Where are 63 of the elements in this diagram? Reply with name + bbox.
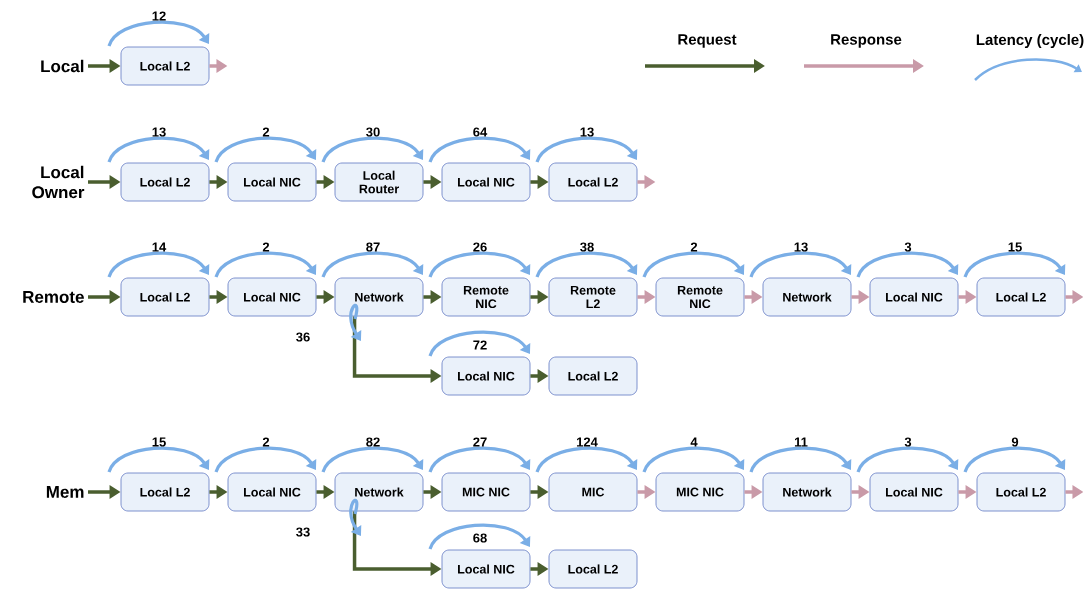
latency-value: 26 — [473, 242, 487, 252]
component-box: Local L2 — [120, 472, 210, 512]
component-box: Local NIC — [869, 472, 959, 512]
latency-value: 3 — [904, 242, 912, 252]
latency-value: 2 — [262, 242, 270, 252]
latency-value: 15 — [1008, 242, 1022, 252]
component-box: Local L2 — [976, 277, 1066, 317]
latency-value: 12 — [152, 11, 166, 21]
component-box: Network — [762, 277, 852, 317]
latency-value: 13 — [152, 127, 166, 137]
component-box: Local NIC — [227, 277, 317, 317]
component-box: Local L2 — [120, 46, 210, 86]
edge-label: 33 — [296, 527, 310, 537]
latency-value: 4 — [690, 437, 698, 447]
latency-value: 38 — [580, 242, 594, 252]
component-box: Network — [334, 277, 424, 317]
latency-value: 87 — [366, 242, 380, 252]
latency-value: 124 — [577, 437, 598, 447]
component-box: Local L2 — [976, 472, 1066, 512]
component-box: Local NIC — [441, 162, 531, 202]
component-box: Local NIC — [441, 356, 531, 396]
component-box: Local L2 — [120, 162, 210, 202]
component-box: MIC — [548, 472, 638, 512]
latency-value: 27 — [473, 437, 487, 447]
latency-value: 2 — [262, 127, 270, 137]
component-box: Local L2 — [548, 162, 638, 202]
latency-value: 72 — [473, 340, 487, 350]
latency-value: 11 — [794, 437, 808, 447]
component-box: Local NIC — [869, 277, 959, 317]
component-box: Local L2 — [548, 549, 638, 589]
component-box: Local NIC — [441, 549, 531, 589]
component-box: MIC NIC — [655, 472, 745, 512]
latency-value: 9 — [1011, 437, 1019, 447]
component-box: Local Router — [334, 162, 424, 202]
component-box: Remote L2 — [548, 277, 638, 317]
latency-value: 2 — [262, 437, 270, 447]
component-box: Remote NIC — [441, 277, 531, 317]
row-label: Local Owner — [32, 165, 85, 199]
legend-label: Latency (cycle) — [976, 34, 1084, 48]
latency-value: 14 — [152, 242, 167, 252]
component-box: Network — [334, 472, 424, 512]
row-label: Mem — [46, 486, 84, 498]
component-box: Local NIC — [227, 162, 317, 202]
component-box: Network — [762, 472, 852, 512]
edge-label: 36 — [296, 332, 310, 342]
latency-value: 3 — [904, 437, 912, 447]
row-label: Remote — [23, 291, 84, 303]
component-box: Local L2 — [548, 356, 638, 396]
latency-value: 2 — [690, 242, 698, 252]
latency-value: 13 — [580, 127, 594, 137]
latency-value: 30 — [366, 127, 380, 137]
row-label: Local — [41, 59, 84, 73]
latency-value: 13 — [794, 242, 808, 252]
component-box: Local NIC — [227, 472, 317, 512]
latency-value: 64 — [473, 127, 488, 137]
component-box: Remote NIC — [655, 277, 745, 317]
component-box: Local L2 — [120, 277, 210, 317]
legend-label: Response — [831, 34, 902, 48]
legend-label: Request — [678, 34, 737, 48]
latency-value: 82 — [366, 437, 380, 447]
latency-value: 15 — [152, 437, 166, 447]
latency-value: 68 — [473, 533, 487, 543]
component-box: MIC NIC — [441, 472, 531, 512]
